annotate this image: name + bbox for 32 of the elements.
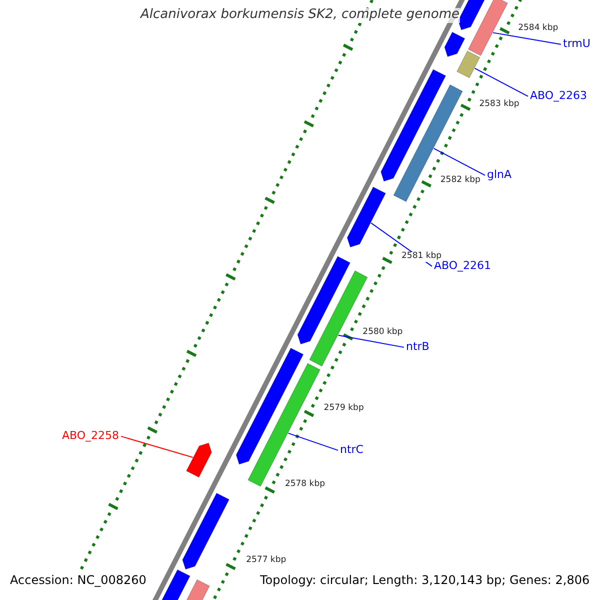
gene-label: trmU xyxy=(563,38,590,51)
scale-label: 2581 kbp xyxy=(400,252,443,262)
scale-label: 2582 kbp xyxy=(439,176,482,186)
leader-line xyxy=(492,32,562,45)
footer-text: Accession: NC_008260 xyxy=(10,574,146,588)
scale-label: 2579 kbp xyxy=(322,404,365,414)
gene-feature xyxy=(444,32,466,57)
scale-label: 2577 kbp xyxy=(245,556,288,566)
gene-feature xyxy=(297,256,350,344)
leader-line xyxy=(338,334,404,348)
gene-feature xyxy=(346,186,386,248)
leader-line xyxy=(433,148,486,176)
scale-label: 2583 kbp xyxy=(478,100,520,110)
gene-label: ABO_2263 xyxy=(530,90,588,103)
gene-label: ABO_2258 xyxy=(62,430,120,443)
map-title: Alcanivorax borkumensis SK2, complete genome xyxy=(140,8,460,23)
gene-label: ntrB xyxy=(406,341,430,354)
gene-feature xyxy=(468,0,508,56)
leader-line xyxy=(120,436,194,458)
footer-text: Topology: circular; Length: 3,120,143 bp; Genes: 2,806 xyxy=(260,574,590,588)
leader-line xyxy=(474,68,528,97)
gene-label: ABO_2261 xyxy=(434,260,492,273)
scale-label: 2584 kbp xyxy=(517,24,560,34)
gene-label: ntrC xyxy=(340,444,364,457)
scale-label: 2580 kbp xyxy=(362,328,404,338)
gene-feature xyxy=(456,50,480,78)
gene-feature xyxy=(182,492,230,570)
scale-label: 2578 kbp xyxy=(284,480,326,490)
gene-feature xyxy=(393,84,463,202)
gene-feature xyxy=(186,442,212,478)
gene-label: glnA xyxy=(487,169,512,182)
gene-feature xyxy=(236,348,304,465)
